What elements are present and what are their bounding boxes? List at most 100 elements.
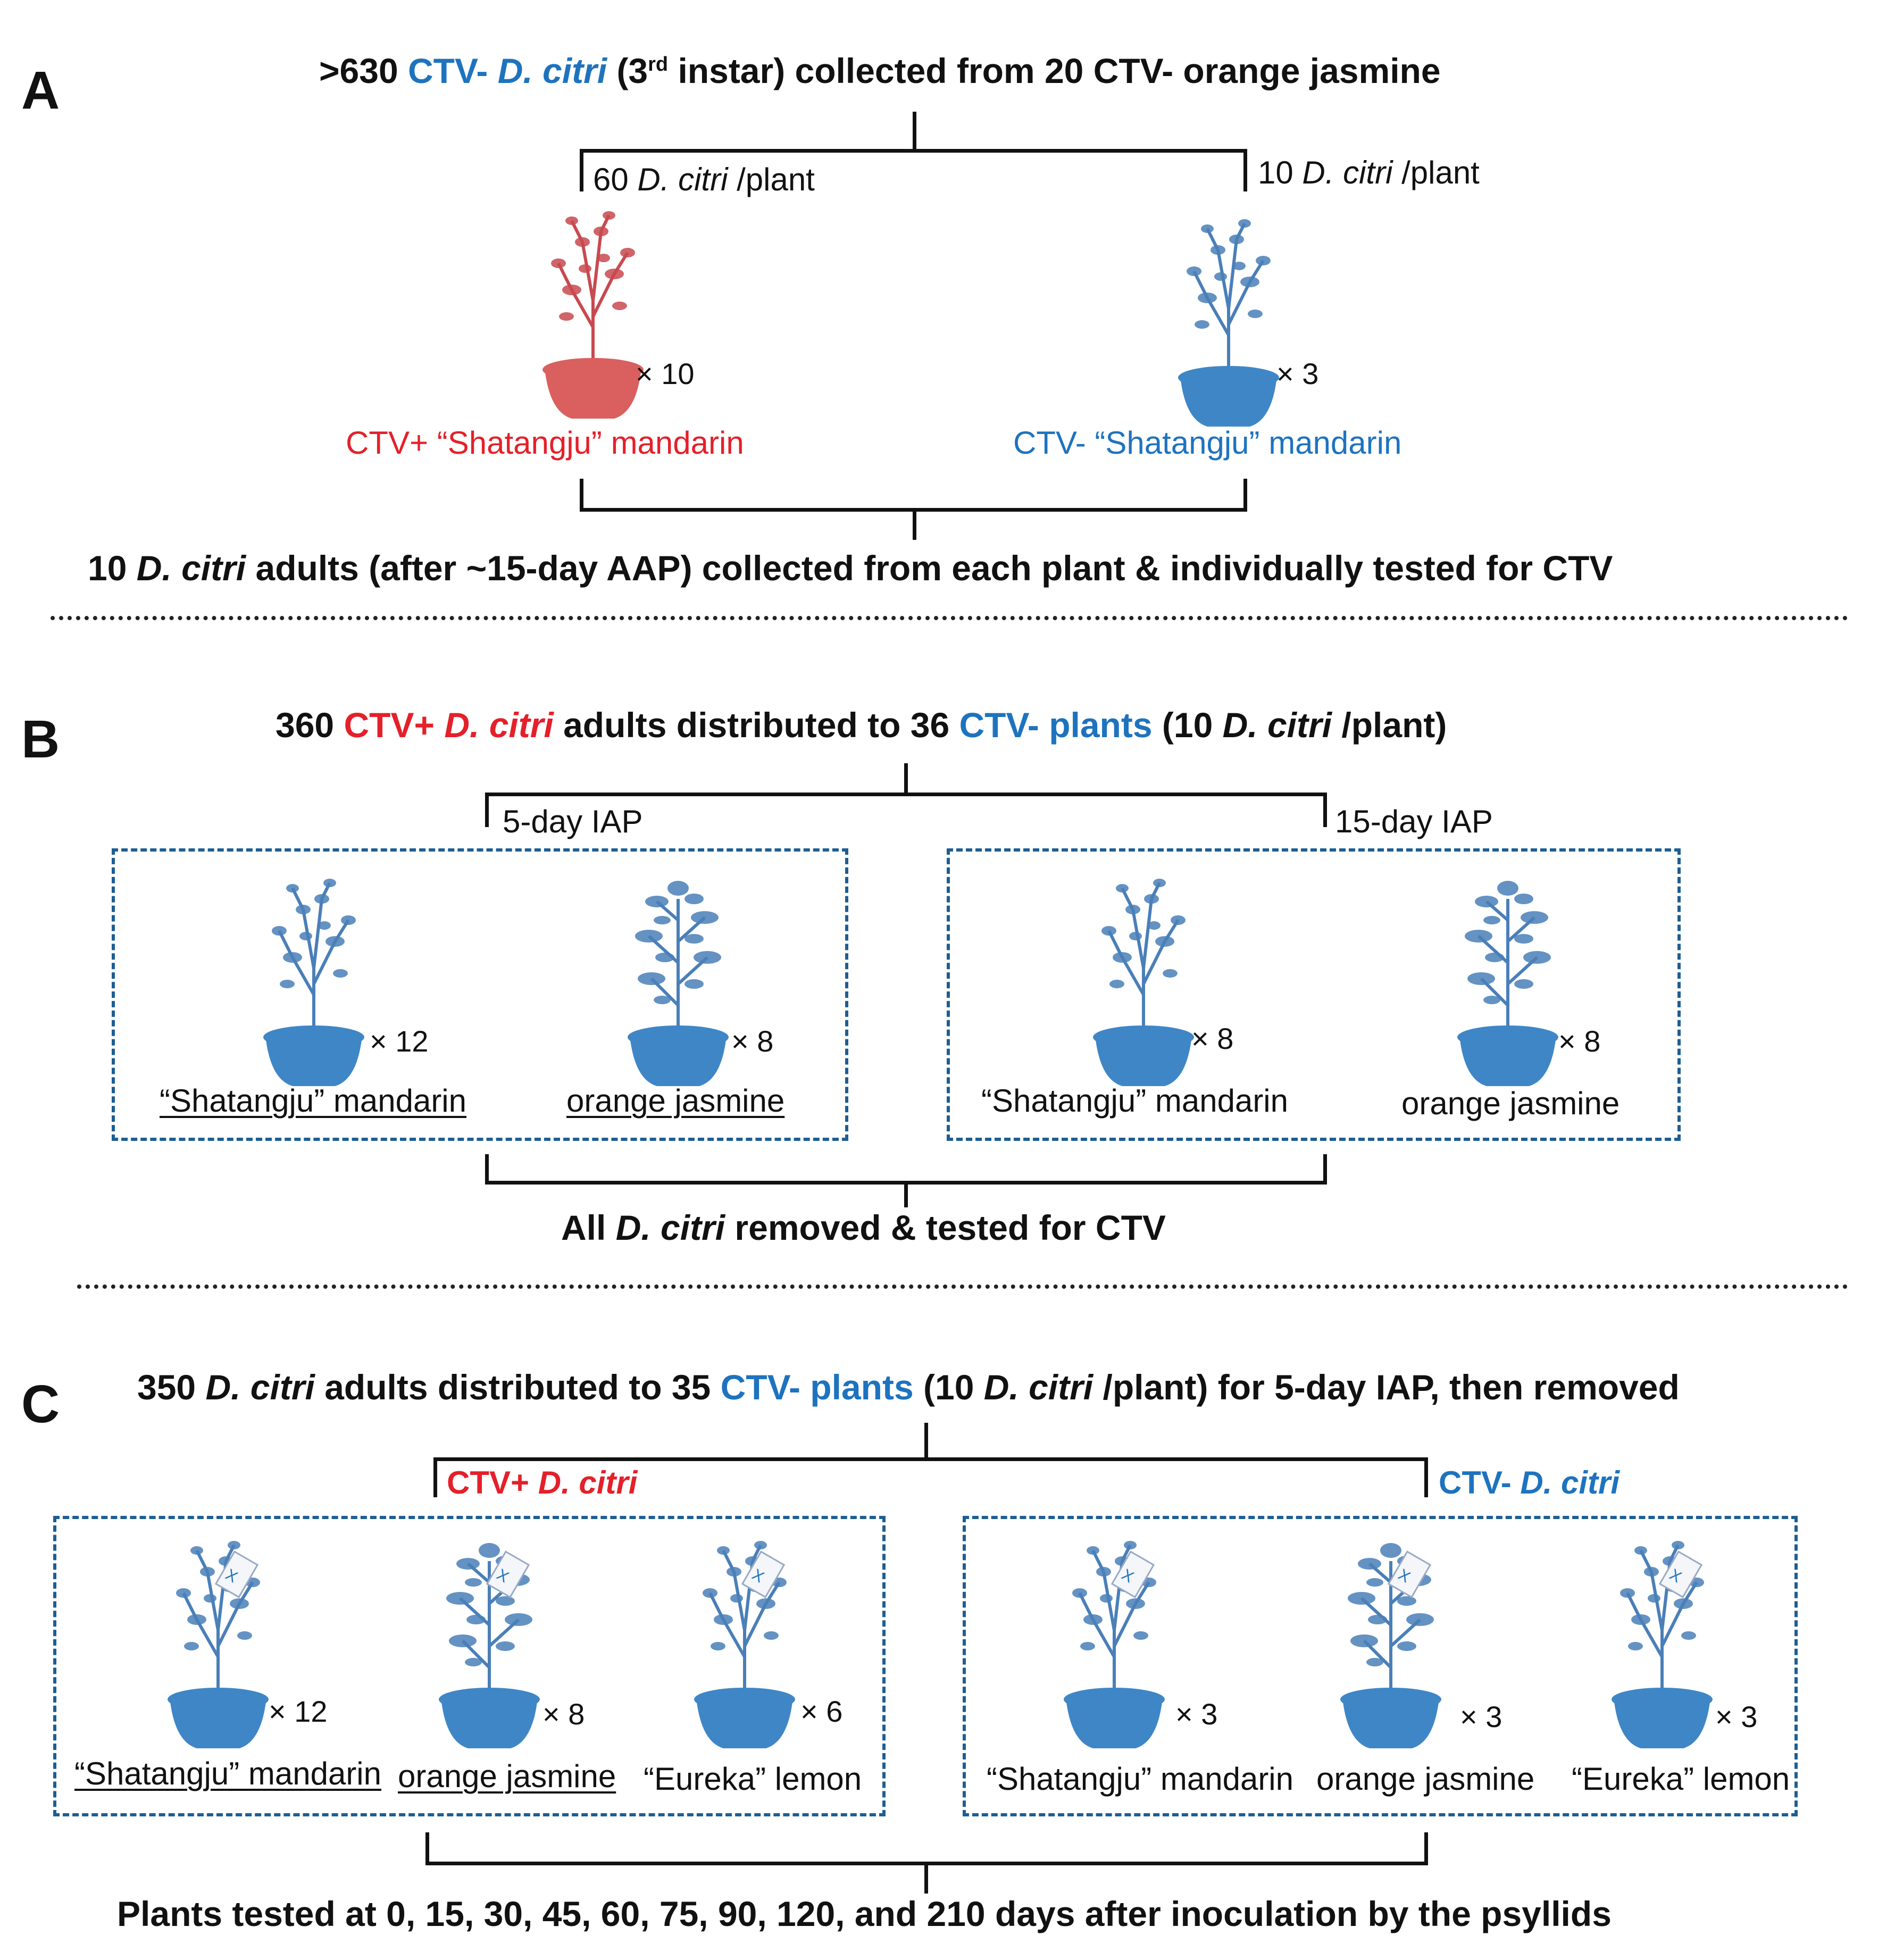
branch-label-ctv-negative: CTV- D. citri xyxy=(1439,1467,1619,1499)
footer-rest: adults (after ~15-day AAP) collected fro… xyxy=(255,548,1613,588)
bracket-stem xyxy=(924,1423,928,1460)
panel-a-title: >630 CTV- D. citri (3rd instar) collecte… xyxy=(319,53,1441,88)
branch-unit: /plant xyxy=(1401,155,1480,190)
plant-count: × 12 xyxy=(269,1695,328,1728)
bracket-right-leg xyxy=(1243,149,1247,191)
plant-label-mandarin: “Shatangju” mandarin xyxy=(987,1761,1294,1797)
plant-label-mandarin: “Shatangju” mandarin xyxy=(981,1083,1289,1119)
ctv-positive-label: CTV+ xyxy=(344,705,435,745)
title-mid: adults distributed to 35 xyxy=(324,1367,711,1407)
bracket-stem xyxy=(913,112,916,152)
lemon-tree-tagged-icon xyxy=(1612,1540,1713,1748)
species-name: D. citri xyxy=(983,1367,1093,1407)
species-name: D. citri xyxy=(1302,155,1393,190)
ctv-negative-label: CTV- xyxy=(408,51,488,90)
mandarin-tree-blue-icon xyxy=(1093,878,1194,1086)
branch-number: 10 xyxy=(1258,155,1293,190)
jasmine-tree-tagged-icon xyxy=(1340,1540,1441,1748)
plant-count: × 12 xyxy=(370,1024,429,1058)
plant-count: × 10 xyxy=(636,357,695,390)
footer-rest: removed & tested for CTV xyxy=(734,1208,1166,1247)
bracket-left-leg xyxy=(425,1832,429,1864)
title-mid: adults distributed to 36 xyxy=(563,705,950,745)
superscript: rd xyxy=(648,53,669,76)
ctv-positive-label: CTV+ xyxy=(447,1465,530,1500)
plant-count: × 6 xyxy=(800,1695,843,1728)
species-name: D. citri xyxy=(205,1367,315,1407)
title-number: 350 xyxy=(137,1367,196,1407)
bracket-right-leg xyxy=(1424,1832,1428,1864)
box-15-day-iap xyxy=(947,848,1681,1141)
species-name: D. citri xyxy=(497,51,607,90)
species-name: D. citri xyxy=(136,548,246,588)
title-paren: (10 xyxy=(923,1367,974,1407)
divider xyxy=(77,1285,1848,1289)
instar-number: (3 xyxy=(616,51,648,90)
divider xyxy=(51,616,1848,620)
species-name: D. citri xyxy=(538,1465,638,1500)
bracket-stem xyxy=(913,508,916,540)
jasmine-tree-blue-icon xyxy=(1457,878,1558,1086)
plant-label-lemon: “Eureka” lemon xyxy=(1572,1761,1790,1797)
mandarin-tree-red-icon xyxy=(542,210,644,419)
ctv-negative-label: CTV- xyxy=(1439,1465,1512,1500)
lemon-tree-tagged-icon xyxy=(694,1540,795,1748)
plant-count: × 3 xyxy=(1276,357,1319,390)
plant-count: × 8 xyxy=(731,1024,774,1058)
bracket-right-leg xyxy=(1424,1457,1428,1497)
plant-label-mandarin: “Shatangju” mandarin xyxy=(160,1083,467,1119)
bracket-left-leg xyxy=(485,1154,489,1183)
plant-count: × 3 xyxy=(1460,1700,1502,1733)
title-rest: /plant) for 5-day IAP, then removed xyxy=(1103,1367,1680,1407)
plant-label-jasmine: orange jasmine xyxy=(566,1083,785,1119)
bracket-left-leg xyxy=(433,1457,437,1497)
bracket-left-leg xyxy=(580,149,583,191)
plant-count: × 8 xyxy=(542,1697,585,1731)
plant-label-lemon: “Eureka” lemon xyxy=(644,1761,862,1797)
panel-a-footer: 10 D. citri adults (after ~15-day AAP) c… xyxy=(88,551,1613,586)
bracket-left-leg xyxy=(580,479,583,511)
bracket-stem xyxy=(904,763,908,795)
mandarin-tree-tagged-icon xyxy=(168,1540,269,1748)
ctv-negative-label: CTV- plants xyxy=(720,1367,914,1407)
box-ctv-positive xyxy=(53,1516,886,1816)
panel-letter-b: B xyxy=(21,710,60,769)
species-name: D. citri xyxy=(615,1208,725,1247)
bracket-right-leg xyxy=(1243,479,1247,511)
bracket-top-c xyxy=(433,1457,1428,1461)
species-name: D. citri xyxy=(1222,705,1332,745)
bracket-top-a xyxy=(580,149,1247,153)
species-name: D. citri xyxy=(637,162,728,197)
bracket-right-leg xyxy=(1323,793,1327,827)
branch-number: 60 xyxy=(593,162,629,197)
title-number: 360 xyxy=(276,705,335,745)
box-ctv-negative xyxy=(963,1516,1798,1816)
plant-label-ctv-negative: CTV- “Shatangju” mandarin xyxy=(1013,425,1402,461)
mandarin-tree-blue-icon xyxy=(263,878,364,1086)
branch-label-10: 10 D. citri /plant xyxy=(1258,157,1480,189)
branch-label-60: 60 D. citri /plant xyxy=(593,164,815,196)
jasmine-tree-blue-icon xyxy=(628,878,729,1086)
panel-b-title: 360 CTV+ D. citri adults distributed to … xyxy=(276,707,1447,743)
bracket-left-leg xyxy=(485,793,489,827)
plant-count: × 8 xyxy=(1191,1022,1234,1055)
plant-label-jasmine: orange jasmine xyxy=(1401,1086,1620,1121)
title-paren: (10 xyxy=(1162,705,1213,745)
branch-label-5-day: 5-day IAP xyxy=(503,804,643,839)
bracket-stem xyxy=(924,1862,928,1894)
species-name: D. citri xyxy=(444,705,554,745)
bracket-stem xyxy=(904,1181,908,1207)
bracket-top-b xyxy=(485,793,1327,796)
mandarin-tree-blue-icon xyxy=(1178,218,1279,427)
plant-label-mandarin: “Shatangju” mandarin xyxy=(74,1756,382,1791)
plant-label-ctv-positive: CTV+ “Shatangju” mandarin xyxy=(346,425,744,461)
panel-letter-a: A xyxy=(21,61,60,120)
panel-b-footer: All D. citri removed & tested for CTV xyxy=(561,1210,1166,1245)
title-count: >630 xyxy=(319,51,398,90)
plant-label-jasmine: orange jasmine xyxy=(398,1758,616,1794)
branch-label-15-day: 15-day IAP xyxy=(1335,804,1493,839)
bracket-right-leg xyxy=(1323,1154,1327,1183)
panel-letter-c: C xyxy=(21,1374,60,1434)
panel-c-footer: Plants tested at 0, 15, 30, 45, 60, 75, … xyxy=(117,1894,1612,1933)
ctv-negative-label: CTV- plants xyxy=(959,705,1153,745)
